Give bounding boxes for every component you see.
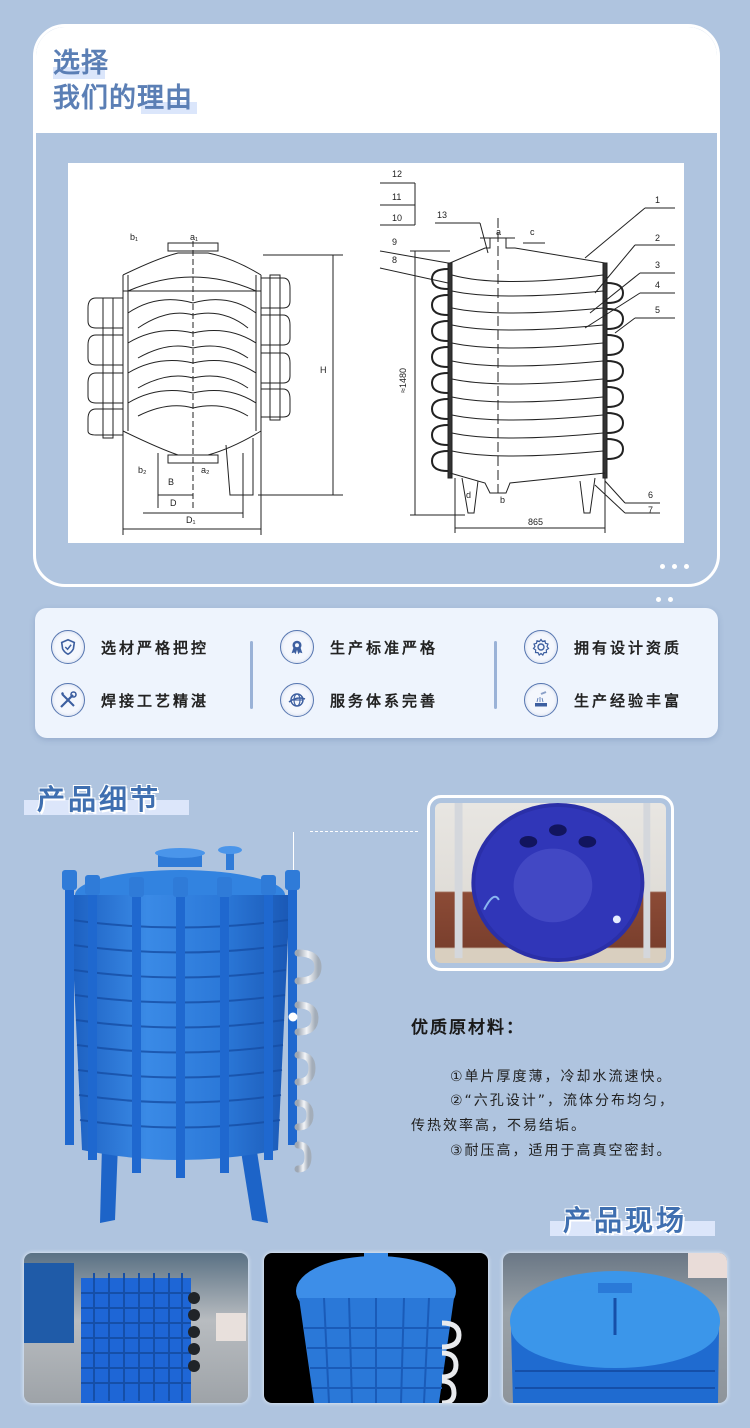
reasons-card: 选择 我们的理由 bbox=[33, 24, 720, 587]
scene-photo-2[interactable] bbox=[264, 1253, 488, 1403]
svg-text:5: 5 bbox=[655, 305, 660, 315]
scene-title-highlight bbox=[550, 1221, 715, 1236]
svg-text:4: 4 bbox=[655, 280, 660, 290]
svg-text:11: 11 bbox=[392, 192, 401, 202]
svg-text:a: a bbox=[496, 227, 501, 237]
detail-photo bbox=[435, 803, 666, 963]
svg-text:b₂: b₂ bbox=[138, 465, 147, 475]
reasons-title-line2: 我们的理由 bbox=[53, 82, 197, 116]
svg-text:a₁: a₁ bbox=[190, 232, 198, 242]
features-panel: 选材严格把控 焊接工艺精湛 生产标准严格 服务体系完善 拥有设计资质 生产经验丰… bbox=[35, 608, 718, 738]
svg-text:13: 13 bbox=[437, 210, 447, 220]
wrench-screwdriver-icon bbox=[51, 683, 85, 717]
svg-text:B: B bbox=[168, 477, 174, 487]
svg-text:D₁: D₁ bbox=[186, 515, 196, 525]
feature-item: 焊接工艺精湛 bbox=[51, 683, 209, 717]
spec-line: 传热效率高，不易结垢。 bbox=[411, 1118, 587, 1134]
svg-text:12: 12 bbox=[392, 169, 402, 179]
gear-icon bbox=[524, 630, 558, 664]
svg-text:8: 8 bbox=[392, 255, 397, 265]
decorative-dots-small bbox=[656, 597, 673, 602]
svg-text:2: 2 bbox=[655, 233, 660, 243]
feature-divider bbox=[250, 641, 253, 709]
svg-text:≈1480: ≈1480 bbox=[398, 368, 408, 393]
feature-item: 生产标准严格 bbox=[280, 630, 438, 664]
spec-line: ②“六孔设计”，流体分布均匀， bbox=[450, 1093, 676, 1109]
scene-section-title: 产品现场 bbox=[563, 1204, 688, 1237]
drawing-left-icon: b₁ a₁ b₂ a₂ B D D₁ H bbox=[87, 232, 343, 535]
spec-line: ③耐压高，适用于高真空密封。 bbox=[450, 1143, 673, 1159]
reasons-header: 选择 我们的理由 bbox=[36, 27, 717, 133]
svg-text:D: D bbox=[170, 498, 177, 508]
scene-photo-3[interactable] bbox=[503, 1253, 727, 1403]
award-ribbon-icon bbox=[280, 630, 314, 664]
shield-check-icon bbox=[51, 630, 85, 664]
svg-text:b: b bbox=[500, 495, 505, 505]
svg-text:10: 10 bbox=[392, 213, 402, 223]
main-product-image bbox=[62, 846, 322, 1223]
detail-title-highlight bbox=[24, 800, 189, 815]
detail-photo-frame bbox=[427, 795, 674, 971]
connector-line bbox=[310, 831, 418, 832]
svg-text:d: d bbox=[466, 490, 471, 500]
svg-text:865: 865 bbox=[528, 517, 543, 527]
factory-icon bbox=[524, 683, 558, 717]
svg-text:H: H bbox=[320, 365, 327, 375]
reasons-title-line1: 选择 bbox=[53, 48, 109, 79]
svg-text:b₁: b₁ bbox=[130, 232, 138, 242]
feature-item: 服务体系完善 bbox=[280, 683, 438, 717]
globe-plane-icon bbox=[280, 683, 314, 717]
feature-item: 选材严格把控 bbox=[51, 630, 209, 664]
scene-photo-1[interactable] bbox=[24, 1253, 248, 1403]
spec-line: ①单片厚度薄，冷却水流速快。 bbox=[450, 1069, 673, 1085]
decorative-dots bbox=[660, 564, 689, 569]
svg-text:a₂: a₂ bbox=[201, 465, 210, 475]
feature-item: 生产经验丰富 bbox=[524, 683, 682, 717]
svg-text:c: c bbox=[530, 227, 535, 237]
feature-divider bbox=[494, 641, 497, 709]
svg-text:7: 7 bbox=[648, 505, 653, 515]
svg-text:1: 1 bbox=[655, 195, 660, 205]
technical-drawing: b₁ a₁ b₂ a₂ B D D₁ H bbox=[68, 163, 684, 543]
svg-text:3: 3 bbox=[655, 260, 660, 270]
spec-title: 优质原材料： bbox=[411, 1018, 525, 1038]
feature-item: 拥有设计资质 bbox=[524, 630, 682, 664]
svg-text:6: 6 bbox=[648, 490, 653, 500]
svg-text:9: 9 bbox=[392, 237, 397, 247]
detail-section-title: 产品细节 bbox=[37, 783, 162, 816]
